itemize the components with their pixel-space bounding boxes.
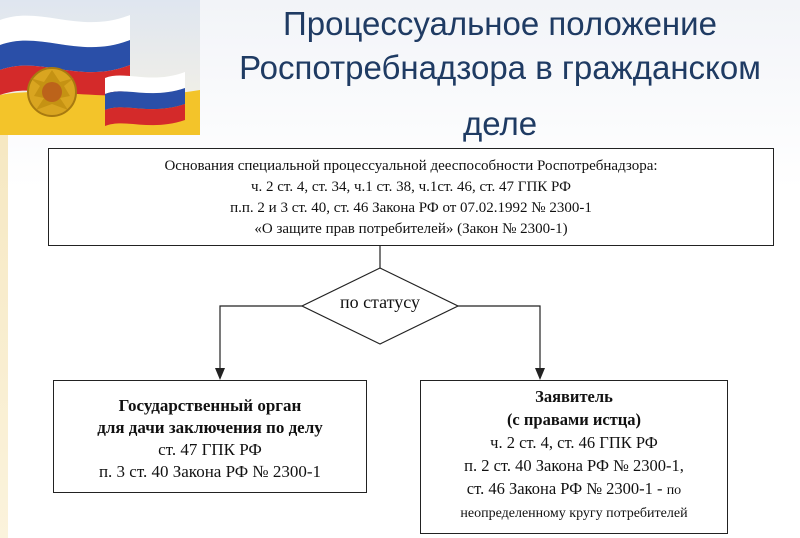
arrow-left-icon — [215, 368, 225, 380]
left-decor-stripe — [0, 135, 8, 538]
legal-basis-line-3: п.п. 2 и 3 ст. 40, ст. 46 Закона РФ от 0… — [230, 200, 592, 216]
applicant-line-5b: по — [666, 483, 682, 498]
legal-basis-box: Основания специальной процессуальной дее… — [48, 148, 774, 246]
decision-diamond — [300, 267, 460, 345]
legal-basis-line-1: Основания специальной процессуальной дее… — [164, 158, 658, 174]
state-body-line-4: п. 3 ст. 40 Закона РФ № 2300-1 — [98, 462, 322, 481]
title-line-3: деле — [462, 105, 538, 142]
title-line-2: Роспотребнадзора в гражданском — [239, 49, 761, 86]
state-body-line-3: ст. 47 ГПК РФ — [158, 440, 262, 459]
applicant-line-1: Заявитель — [535, 387, 613, 406]
decision-label: по статусу — [339, 292, 421, 312]
state-body-line-1: Государственный орган — [118, 396, 302, 415]
applicant-line-3: ч. 2 ст. 4, ст. 46 ГПК РФ — [490, 433, 658, 452]
applicant-line-5: ст. 46 Закона РФ № 2300-1 - по — [421, 477, 727, 502]
applicant-box: Заявитель (с правами истца) ч. 2 ст. 4, … — [420, 380, 728, 534]
applicant-line-6: неопределенному кругу потребителей — [460, 506, 688, 521]
applicant-line-4: п. 2 ст. 40 Закона РФ № 2300-1, — [464, 456, 684, 475]
connector-to-right — [458, 305, 541, 372]
state-body-box: Государственный орган для дачи заключени… — [53, 380, 367, 493]
russian-flag-emblem-icon — [0, 0, 200, 135]
arrow-right-icon — [535, 368, 545, 380]
legal-basis-line-2: ч. 2 ст. 4, ст. 34, ч.1 ст. 38, ч.1ст. 4… — [250, 179, 571, 195]
legal-basis-line-4: «О защите прав потребителей» (Закон № 23… — [254, 221, 568, 237]
connector-to-left — [219, 305, 302, 372]
state-body-line-2: для дачи заключения по делу — [97, 418, 323, 437]
page-title: Процессуальное положение Роспотребнадзор… — [200, 2, 800, 146]
applicant-line-2: (с правами истца) — [506, 410, 642, 429]
title-line-1: Процессуальное положение — [283, 5, 717, 42]
applicant-line-5a: ст. 46 Закона РФ № 2300-1 - — [466, 479, 663, 498]
